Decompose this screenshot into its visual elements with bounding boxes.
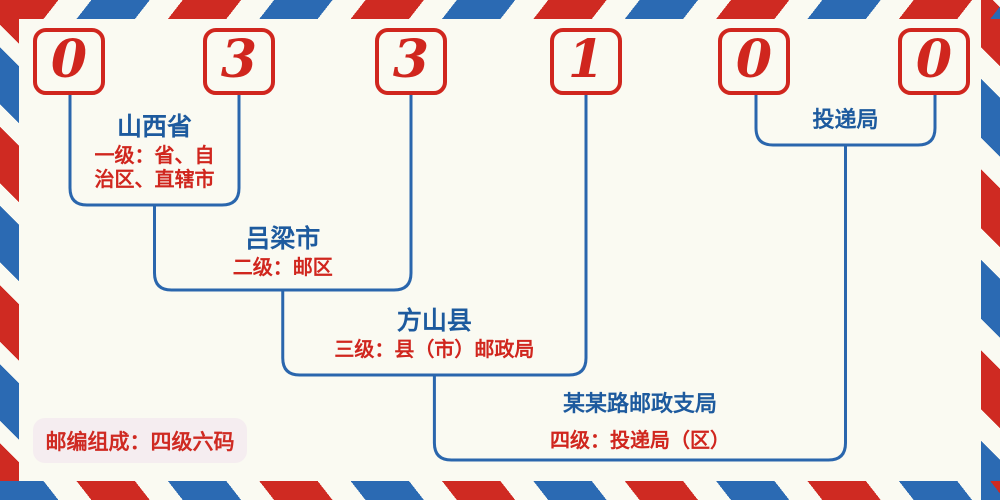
level-2-desc: 二级：邮区 — [233, 256, 333, 280]
postal-code-composition-text: 邮编组成：四级六码 — [45, 429, 235, 454]
postal-code-composition-note: 邮编组成：四级六码 — [33, 418, 247, 463]
level-4-name: 某某路邮政支局 — [562, 391, 717, 416]
bracket-delivery-office — [754, 95, 937, 147]
level-4-desc: 四级：投递局（区） — [550, 429, 730, 453]
level-3-label-group: 方山县 三级：县（市）邮政局 — [334, 308, 534, 362]
digit-box-5: 0 — [718, 28, 790, 95]
level-1-desc: 一级：省、自 治区、直辖市 — [95, 144, 215, 192]
delivery-office-name: 投递局 — [812, 107, 879, 132]
digit-1: 0 — [50, 28, 88, 90]
level-4-desc-line-1: 四级：投递局（区） — [550, 430, 730, 452]
delivery-office-label-group: 投递局 — [812, 106, 878, 134]
digit-box-4: 1 — [550, 28, 622, 95]
level-3-desc: 三级：县（市）邮政局 — [334, 338, 534, 362]
level-4-label-group: 某某路邮政支局 四级：投递局（区） — [550, 390, 730, 453]
level-1-name: 山西省 — [116, 114, 192, 141]
digit-2: 3 — [220, 28, 258, 90]
digit-6: 0 — [915, 28, 953, 90]
digit-box-1: 0 — [33, 28, 105, 95]
digit-box-2: 3 — [203, 28, 275, 95]
level-1-label-group: 山西省 一级：省、自 治区、直辖市 — [95, 114, 215, 192]
level-2-name: 吕梁市 — [245, 226, 321, 253]
level-1-desc-line-1: 一级：省、自 — [94, 145, 215, 167]
bracket-level-4 — [432, 145, 847, 462]
digit-3: 3 — [392, 28, 430, 90]
level-1-desc-line-2: 治区、直辖市 — [94, 169, 215, 191]
digit-5: 0 — [735, 28, 773, 90]
level-3-name: 方山县 — [396, 308, 472, 335]
digit-4: 1 — [567, 28, 605, 90]
level-2-desc-line-1: 二级：邮区 — [232, 257, 333, 279]
digit-box-6: 0 — [898, 28, 970, 95]
level-2-label-group: 吕梁市 二级：邮区 — [233, 226, 333, 280]
level-3-desc-line-1: 三级：县（市）邮政局 — [334, 339, 535, 361]
digit-box-3: 3 — [375, 28, 447, 95]
